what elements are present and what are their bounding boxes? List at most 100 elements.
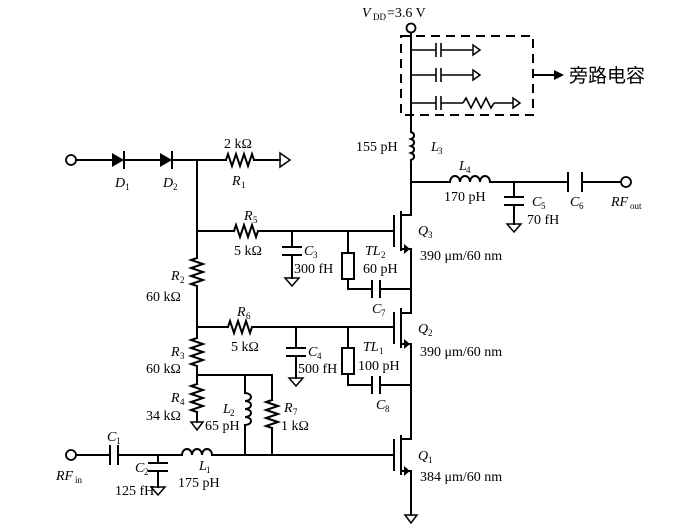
R7-letter: R: [283, 401, 293, 416]
C4-letter: C: [308, 345, 318, 360]
C3-value: 300 fH: [294, 262, 333, 277]
tline-icon: [341, 347, 355, 375]
C8-letter: C: [376, 398, 386, 413]
C8-sub: 8: [385, 404, 390, 414]
resistor-icon: [224, 150, 256, 170]
R5-value: 5 kΩ: [234, 244, 262, 259]
TL1-sub: 1: [379, 346, 384, 356]
L1-value: 175 pH: [178, 476, 220, 491]
R2-value: 60 kΩ: [146, 290, 181, 305]
port-rf-in: RF in: [55, 449, 83, 485]
terminal-icon: [620, 176, 632, 188]
capacitor-C4: C 4 500 fH: [286, 345, 337, 388]
R3-value: 60 kΩ: [146, 362, 181, 377]
inductor-L3: 155 pH L 3: [356, 131, 443, 161]
terminal-icon: [65, 154, 77, 166]
R1-sub: 1: [241, 180, 246, 190]
TL1-letter: TL: [363, 340, 379, 355]
capacitor-C2: C 2 125 fH: [115, 461, 168, 499]
ground-icon: [472, 43, 482, 57]
ground-icon: [149, 486, 167, 497]
Q2-value: 390 μm/60 nm: [420, 345, 502, 360]
terminal-icon: [65, 449, 77, 461]
Q2-letter: Q: [418, 322, 428, 337]
ground-icon: [505, 223, 523, 234]
tline-TL1: TL 1 100 pH: [341, 340, 400, 375]
R1-letter: R: [231, 174, 241, 189]
C5-letter: C: [532, 195, 542, 210]
diode-D2: D 2: [160, 151, 178, 192]
C1-sub: 1: [116, 436, 121, 446]
C7-letter: C: [372, 302, 382, 317]
resistor-R2: R 2 60 kΩ: [146, 256, 207, 305]
capacitor-C7: C 7: [371, 280, 386, 318]
rf-out-sub: out: [630, 201, 642, 211]
C5-value: 70 fH: [527, 213, 559, 228]
R6-letter: R: [236, 305, 246, 320]
D2-sub: 2: [173, 182, 178, 192]
inductor-icon: [449, 175, 491, 183]
C4-sub: 4: [317, 351, 322, 361]
inductor-icon: [408, 131, 416, 161]
arrow-icon: [404, 339, 410, 349]
Q3-sub: 3: [428, 230, 433, 240]
resistor-icon: [262, 398, 282, 430]
D1-sub: 1: [125, 182, 130, 192]
R7-value: 1 kΩ: [281, 419, 309, 434]
ground-icon: [283, 277, 301, 288]
ground-icon: [287, 377, 305, 388]
L3-value: 155 pH: [356, 140, 398, 155]
vdd-sub: DD: [373, 12, 386, 22]
resistor-R5: R 5 5 kΩ: [232, 209, 262, 259]
L2-value: 65 pH: [205, 419, 240, 434]
R2-letter: R: [170, 269, 180, 284]
L2-sub: 2: [230, 408, 235, 418]
transistor-Q3: Q 3 390 μm/60 nm: [393, 211, 502, 264]
Q1-sub: 1: [428, 455, 433, 465]
R3-sub: 3: [180, 351, 185, 361]
capacitor-C5: C 5 70 fH: [504, 195, 559, 234]
R4-value: 34 kΩ: [146, 409, 181, 424]
L4-sub: 4: [466, 165, 471, 175]
ground-icon: [472, 68, 482, 82]
L2-letter: L: [222, 402, 231, 417]
C6-letter: C: [570, 195, 580, 210]
ground-icon: [512, 96, 522, 110]
Q1-value: 384 μm/60 nm: [420, 470, 502, 485]
capacitor-C3: C 3 300 fH: [282, 244, 333, 288]
resistor-icon: [462, 96, 495, 110]
capacitor-C1: C 1: [107, 430, 121, 465]
resistor-icon: [232, 221, 260, 241]
R4-sub: 4: [180, 397, 185, 407]
capacitor-C8: C 8: [371, 376, 390, 414]
Q2-sub: 2: [428, 328, 433, 338]
bypass-capacitor-bank: 旁路电容: [400, 35, 645, 116]
vdd-value: =3.6 V: [387, 6, 426, 21]
Q3-letter: Q: [418, 224, 428, 239]
R2-sub: 2: [180, 275, 185, 285]
ground-icon: [403, 514, 419, 525]
bypass-label: 旁路电容: [569, 65, 645, 87]
resistor-R4: R 4 34 kΩ: [146, 382, 207, 432]
ground-icon: [279, 151, 292, 169]
L1-letter: L: [198, 459, 207, 474]
L4-letter: L: [458, 159, 467, 174]
ground-icon: [189, 421, 205, 432]
arrow-icon: [404, 466, 410, 476]
resistor-icon: [187, 256, 207, 288]
rf-in-sub: in: [75, 475, 83, 485]
resistor-R1: 2 kΩ R 1: [224, 137, 292, 190]
C2-sub: 2: [144, 467, 149, 477]
rf-out-letter: RF: [610, 195, 629, 210]
resistor-icon: [187, 336, 207, 368]
C5-sub: 5: [541, 201, 546, 211]
rf-in-letter: RF: [55, 469, 74, 484]
TL1-value: 100 pH: [358, 359, 400, 374]
resistor-icon: [226, 317, 254, 337]
R5-sub: 5: [253, 215, 258, 225]
arrow-right-icon: [554, 70, 564, 80]
TL2-sub: 2: [381, 250, 386, 260]
Q3-value: 390 μm/60 nm: [420, 249, 502, 264]
vdd-terminal-icon: [405, 22, 417, 34]
